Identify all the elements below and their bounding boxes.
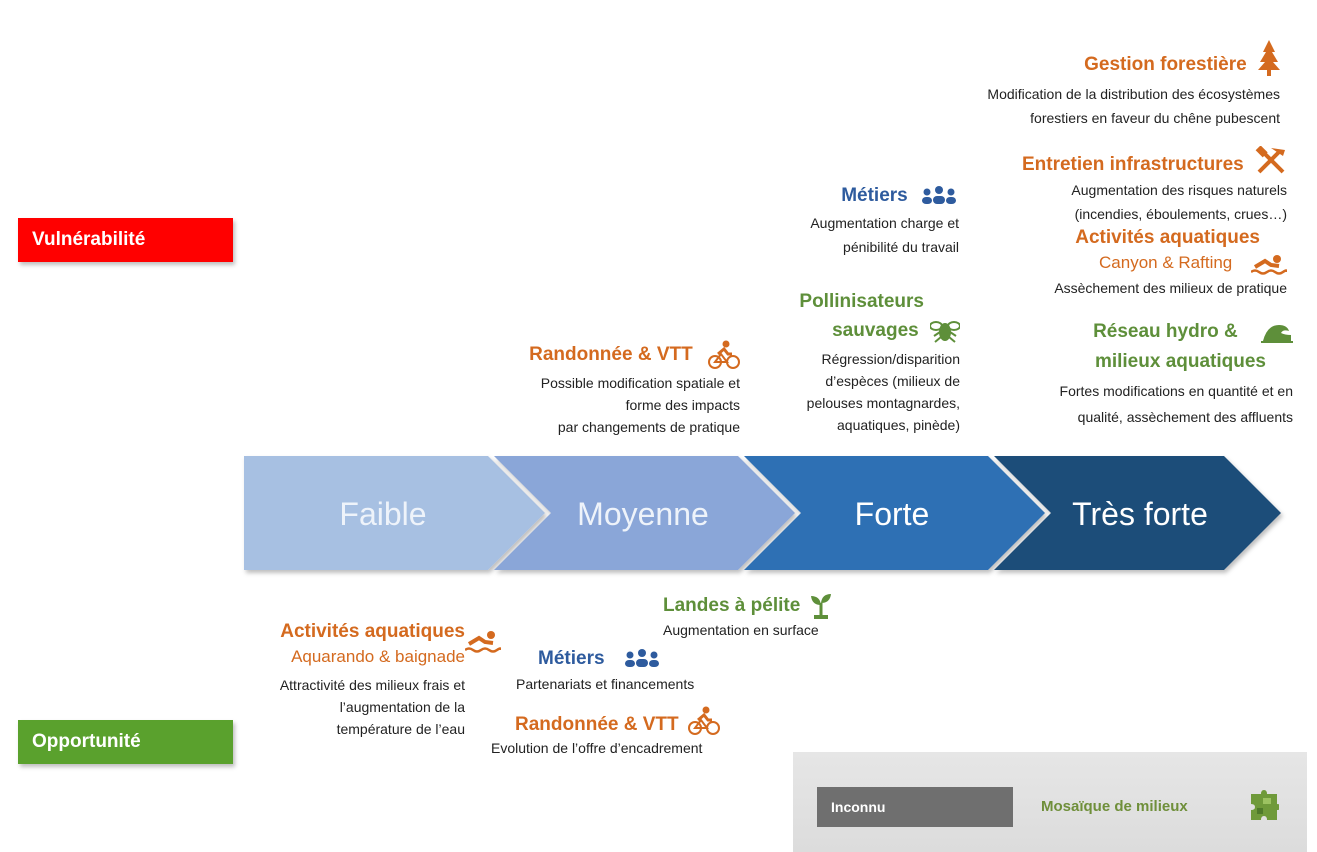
vuln-entretien-title: Entretien infrastructures [1021,154,1244,175]
legend: Inconnu Mosaïque de milieux [793,752,1307,852]
vuln-metiers-line-2: pénibilité du travail [843,239,959,255]
step-faible: Faible [339,496,426,532]
opp-activites-aquatiques: Activités aquatiques Aquarando & baignad… [215,620,501,740]
chevron-moyenne [494,456,795,570]
vuln-metiers-line-1: Augmentation charge et [810,215,959,231]
opp-activites-line-2: l’augmentation de la [339,699,465,715]
vuln-pollinisateurs: Pollinisateurs sauvages Régression/dispa… [730,290,960,436]
tree-icon [1258,40,1280,76]
vuln-gestion-line-1: Modification de la distribution des écos… [987,86,1280,102]
vuln-gestion-forestiere: Gestion forestière Modification de la di… [860,40,1280,129]
vuln-entretien-line-2: (incendies, éboulements, crues…) [1074,206,1287,222]
vuln-activites-aquatiques: Activités aquatiques Canyon & Rafting As… [957,226,1287,299]
vuln-activites-line-1: Assèchement des milieux de pratique [1054,279,1287,296]
vuln-pollinisateurs-title-2: sauvages [832,320,919,342]
bee-icon [930,321,960,343]
vuln-pollinisateurs-line-3: pelouses montagnardes, [806,395,960,411]
vuln-pollinisateurs-line-2: d’espèces (milieux de [825,373,960,389]
puzzle-icon [1251,790,1279,820]
vuln-entretien: Entretien infrastructures Augmentation d… [927,146,1287,225]
opp-metiers-line-1: Partenariats et financements [516,676,695,692]
opp-activites-line-1: Attractivité des milieux frais et [279,677,465,693]
opp-metiers: Métiers Partenariats et financements [516,647,776,695]
opp-landes-title: Landes à pélite [663,595,801,617]
vuln-entretien-line-1: Augmentation des risques naturels [1071,182,1287,198]
opp-randonnee-line-1: Evolution de l’offre d’encadrement [491,740,703,756]
opportunity-label: Opportunité [18,720,233,764]
swimmer-icon [465,631,501,653]
vuln-reseau-line-1: Fortes modifications en quantité et en [1059,383,1293,399]
vuln-randonnee-title: Randonnée & VTT [529,344,693,366]
opp-landes: Landes à pélite Augmentation en surface [663,593,903,641]
vuln-reseau-title-2: milieux aquatiques [1094,351,1266,372]
opp-activites-line-3: température de l’eau [336,721,465,737]
swimmer-icon [1251,254,1287,275]
chevron-tres-forte [994,456,1281,570]
vuln-reseau-title-1: Réseau hydro & [1093,321,1238,342]
vuln-reseau-hydro: Réseau hydro & milieux aquatiques Fortes… [953,320,1293,428]
vuln-pollinisateurs-line-4: aquatiques, pinède) [837,417,960,433]
opp-metiers-title: Métiers [538,648,605,669]
opp-landes-line-1: Augmentation en surface [663,622,819,638]
opp-randonnee-vtt: Randonnée & VTT Evolution de l’offre d’e… [491,706,781,759]
people-icon [624,648,659,667]
vuln-randonnee-line-3: par changements de pratique [557,419,740,435]
vulnerability-label: Vulnérabilité [18,218,233,262]
vuln-activites-subtitle: Canyon & Rafting [1099,253,1233,272]
chevron-forte [744,456,1045,570]
step-tres-forte: Très forte [1072,496,1208,532]
legend-unknown: Inconnu [817,787,1013,827]
step-moyenne: Moyenne [577,496,709,532]
vuln-gestion-line-2: forestiers en faveur du chêne pubescent [1030,110,1280,126]
opp-activites-title: Activités aquatiques [280,621,465,642]
vuln-activites-title: Activités aquatiques [1075,227,1260,248]
sprout-icon [810,594,831,619]
tools-icon [1255,146,1285,174]
step-forte: Forte [855,496,930,532]
vuln-randonnee-vtt: Randonnée & VTT Possible modification sp… [460,340,740,438]
vuln-pollinisateurs-title-1: Pollinisateurs [799,291,924,312]
opp-randonnee-title: Randonnée & VTT [515,714,679,735]
vuln-metiers: Métiers Augmentation charge et pénibilit… [729,184,959,258]
bike-icon [708,340,740,369]
vuln-randonnee-line-2: forme des impacts [625,397,740,413]
chevron-faible [244,456,545,570]
vuln-gestion-title: Gestion forestière [1084,54,1247,75]
vuln-metiers-title: Métiers [841,185,908,206]
vuln-pollinisateurs-line-1: Régression/disparition [821,351,960,367]
vuln-reseau-line-2: qualité, assèchement des affluents [1077,409,1293,425]
vuln-randonnee-line-1: Possible modification spatiale et [540,375,740,391]
opp-activites-subtitle: Aquarando & baignade [291,647,465,666]
legend-mosaic-label: Mosaïque de milieux [1041,798,1188,815]
bike-icon [687,706,720,735]
wave-icon [1261,324,1293,343]
people-icon [922,185,956,204]
